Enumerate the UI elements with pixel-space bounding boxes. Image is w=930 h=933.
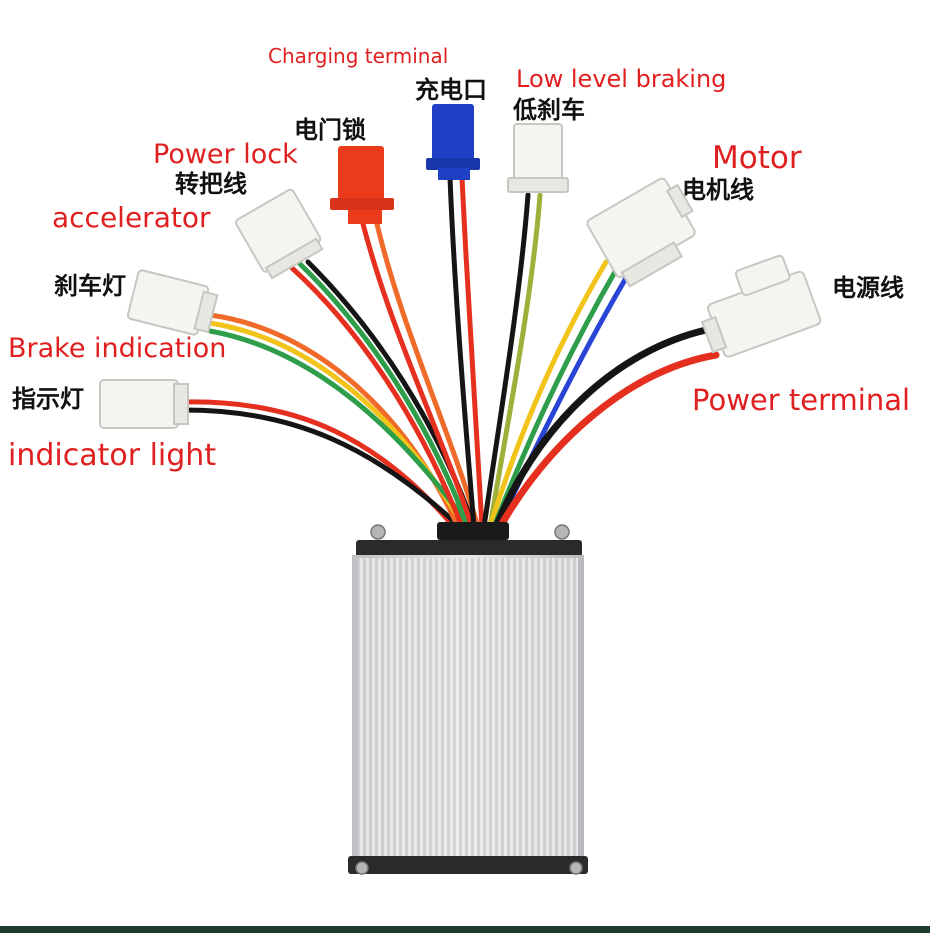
label-en-accelerator: accelerator bbox=[52, 201, 211, 234]
label-en-low-level-braking: Low level braking bbox=[516, 65, 727, 93]
label-zh-power-lock: 电门锁 bbox=[294, 116, 366, 144]
label-zh-throttle: 转把线 bbox=[175, 170, 247, 198]
wire-motor-yellow bbox=[487, 259, 609, 530]
label-zh-power: 电源线 bbox=[832, 274, 904, 302]
wire-charging-black bbox=[447, 175, 477, 530]
label-en-motor: Motor bbox=[712, 140, 802, 176]
connector-motor bbox=[586, 177, 696, 288]
wire-power-red bbox=[496, 351, 720, 531]
wire-lock-orange bbox=[373, 217, 481, 530]
wire-harness bbox=[182, 175, 720, 531]
connector-power-lock bbox=[330, 146, 394, 224]
bottom-edge-strip bbox=[0, 926, 930, 933]
connector-charging bbox=[426, 104, 480, 180]
wire-throttle-red bbox=[289, 265, 465, 530]
label-zh-low-brake: 低刹车 bbox=[513, 96, 585, 124]
connector-throttle bbox=[235, 188, 324, 280]
wire-charging-red bbox=[459, 175, 485, 530]
wire-throttle-green bbox=[297, 261, 471, 530]
connector-indicator bbox=[99, 379, 189, 429]
wire-power-black bbox=[492, 326, 710, 531]
label-en-indicator-light: indicator light bbox=[8, 438, 217, 473]
wire-indicator-black bbox=[182, 407, 463, 530]
wire-brake-green bbox=[207, 328, 473, 530]
label-en-power-terminal: Power terminal bbox=[692, 383, 911, 417]
label-en-power-lock: Power lock bbox=[153, 139, 298, 170]
connector-power bbox=[700, 254, 822, 358]
label-zh-motor: 电机线 bbox=[682, 176, 754, 204]
wire-motor-green bbox=[491, 267, 619, 530]
connector-low-brake bbox=[507, 123, 569, 193]
wire-lowbrake-yellow bbox=[487, 192, 543, 530]
connector-brake-light bbox=[126, 269, 219, 336]
wire-lock-red bbox=[359, 217, 475, 530]
controller-housing bbox=[348, 522, 588, 875]
label-zh-charging: 充电口 bbox=[415, 76, 487, 104]
label-en-charging-terminal: Charging terminal bbox=[268, 44, 449, 68]
label-zh-brake-light: 刹车灯 bbox=[54, 272, 126, 300]
label-en-brake-indication: Brake indication bbox=[8, 333, 227, 364]
label-zh-indicator: 指示灯 bbox=[12, 385, 84, 413]
wire-lowbrake-black bbox=[481, 192, 531, 530]
